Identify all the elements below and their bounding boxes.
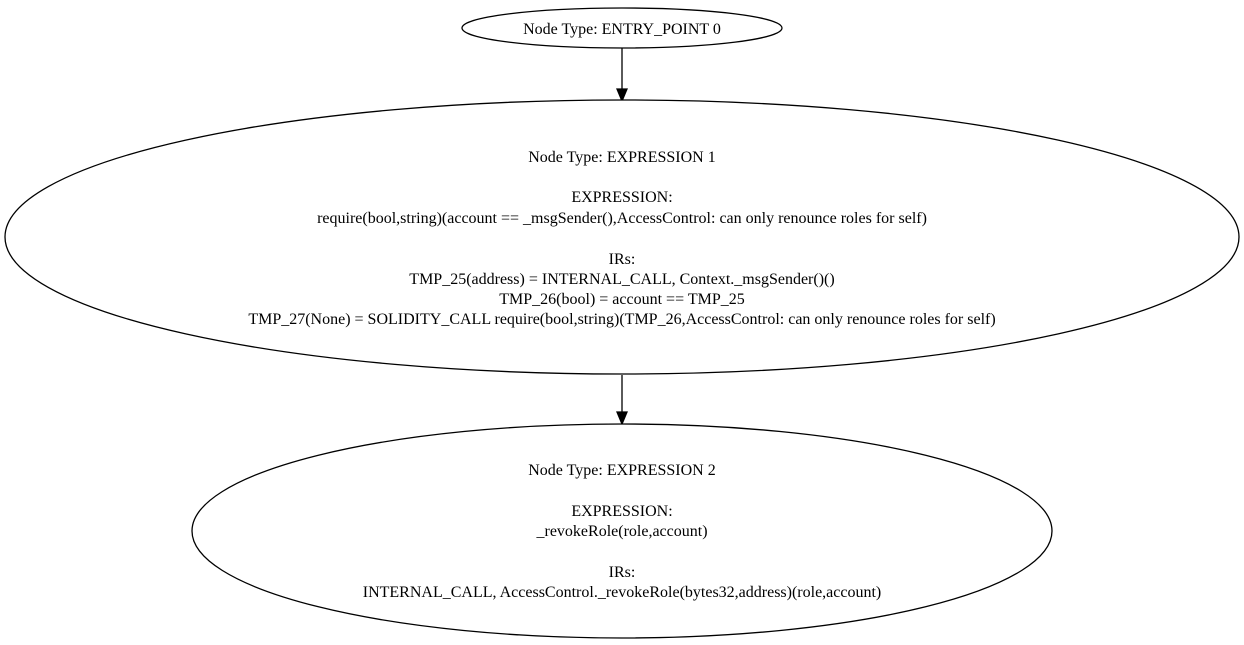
- node-label-line: INTERNAL_CALL, AccessControl._revokeRole…: [363, 584, 882, 601]
- node-label-line: require(bool,string)(account == _msgSend…: [317, 210, 927, 227]
- node-label-line: TMP_26(bool) = account == TMP_25: [499, 291, 744, 308]
- node-label-line: TMP_27(None) = SOLIDITY_CALL require(boo…: [248, 311, 995, 328]
- node-label-line: Node Type: EXPRESSION 2: [528, 462, 715, 479]
- node-label-line: TMP_25(address) = INTERNAL_CALL, Context…: [409, 271, 834, 288]
- node-label-line: EXPRESSION:: [571, 503, 672, 520]
- arrowhead-icon: [616, 411, 628, 426]
- node-label-line: EXPRESSION:: [571, 189, 672, 206]
- node-ellipse: [4, 99, 1240, 375]
- node-label-line: _revokeRole(role,account): [535, 523, 707, 540]
- edge-entry-to-expression-1: [616, 48, 628, 103]
- node-entry-point-0: Node Type: ENTRY_POINT 0: [461, 7, 783, 49]
- node-label-line: Node Type: EXPRESSION 1: [528, 149, 715, 166]
- edge-expression-1-to-expression-2: [616, 375, 628, 426]
- node-ellipse: [191, 423, 1053, 639]
- node-expression-2: Node Type: EXPRESSION 2 EXPRESSION: _rev…: [191, 423, 1053, 639]
- node-ellipse: [461, 7, 783, 49]
- arrowhead-icon: [616, 88, 628, 103]
- node-expression-1: Node Type: EXPRESSION 1 EXPRESSION: requ…: [4, 99, 1240, 375]
- node-label-line: Node Type: ENTRY_POINT 0: [523, 21, 721, 38]
- node-label-line: IRs:: [609, 564, 636, 581]
- node-label-line: IRs:: [609, 251, 636, 268]
